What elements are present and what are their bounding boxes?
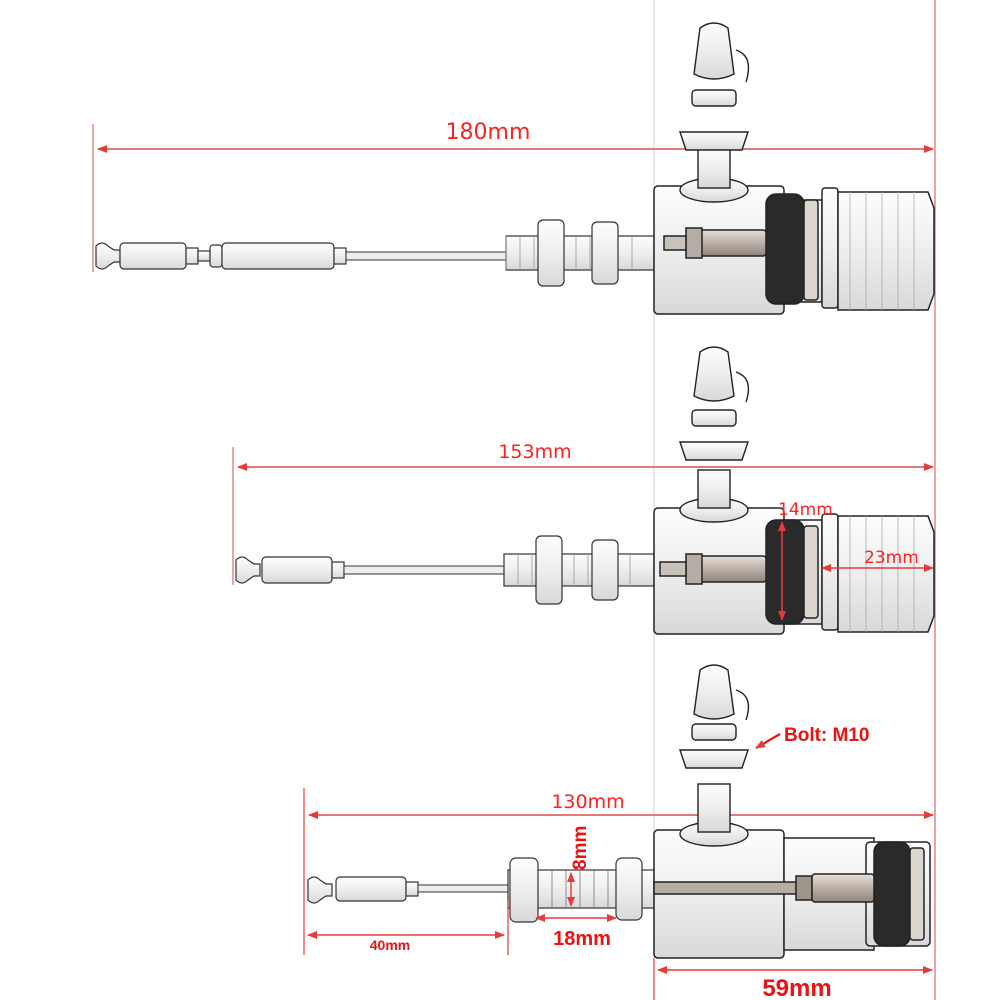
reservoir-fitting	[679, 22, 750, 203]
rod-end-icon	[307, 876, 419, 904]
cylinder-body	[653, 507, 935, 635]
push-rod	[417, 884, 509, 893]
cylinder-body	[653, 829, 931, 959]
reservoir-fitting	[679, 664, 750, 847]
threaded-adjuster	[503, 535, 655, 605]
variant-153-assembly: 14mm 23mm 153mm	[232, 346, 935, 635]
callout-arrow-bolt	[755, 733, 781, 749]
label-overall-length-130: 130mm	[551, 791, 624, 813]
label-seal-diameter: 14mm	[778, 500, 833, 520]
label-cap-length: 23mm	[864, 548, 919, 568]
reservoir-fitting	[679, 346, 750, 523]
variant-180-assembly: 180mm	[92, 22, 935, 315]
label-overall-length-153: 153mm	[498, 441, 571, 463]
rod-end-icon	[235, 556, 345, 584]
rod-end-icon	[95, 242, 347, 270]
push-rod	[345, 251, 507, 261]
push-rod	[343, 565, 505, 575]
label-overall-length-180: 180mm	[446, 120, 531, 145]
label-bolt-spec: Bolt: M10	[784, 725, 870, 746]
label-body-length: 59mm	[762, 975, 831, 1000]
threaded-adjuster	[505, 219, 655, 287]
threaded-adjuster	[507, 857, 655, 923]
cylinder-body	[653, 185, 935, 315]
label-rod-end-length: 40mm	[370, 937, 410, 953]
label-thread-diameter: 8mm	[570, 826, 591, 870]
variant-130-assembly: Bolt: M10 8mm 18mm 40mm 59mm 130mm	[303, 664, 934, 1000]
label-thread-length: 18mm	[553, 928, 611, 950]
